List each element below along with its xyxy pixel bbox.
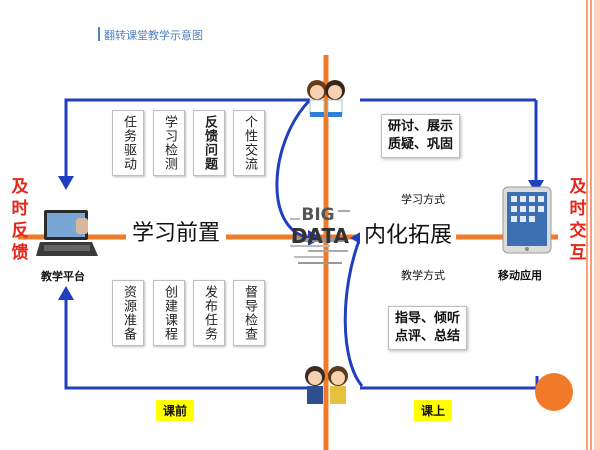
box-guide-line-2: 点评、总结 (395, 329, 461, 344)
label-pre-study: 学习前置 (126, 220, 227, 248)
tag-before-class: 课前 (156, 400, 195, 421)
card-personal-exchange: 个性交流 (233, 110, 265, 176)
label-mobile-app: 移动应用 (498, 269, 542, 282)
svg-text:DATA: DATA (291, 224, 350, 248)
side-right-char-4: 互 (569, 243, 587, 263)
label-teaching-mode: 教学方式 (401, 269, 445, 282)
page-title: 翻转课堂教学示意图 (104, 29, 203, 42)
label-teaching-platform: 教学平台 (41, 270, 85, 283)
students-icon (307, 80, 345, 117)
box-discuss-line-1: 研讨、展示 (388, 119, 454, 134)
svg-text:BIG: BIG (301, 205, 334, 225)
box-discuss-show: 研讨、展示 质疑、巩固 (381, 114, 461, 158)
label-internalize-extend: 内化拓展 (360, 222, 457, 250)
laptop-icon (36, 210, 98, 256)
side-right-char-1: 及 (569, 177, 587, 197)
big-data-wordcloud: BIG DATA (290, 205, 350, 264)
side-right-timely-interaction: 及 时 交 互 (566, 176, 590, 264)
card-feedback-issues: 反馈问题 (193, 110, 225, 176)
tablet-icon (502, 186, 552, 254)
box-discuss-line-2: 质疑、巩固 (388, 137, 454, 152)
orange-circle (535, 373, 573, 411)
side-left-char-3: 反 (11, 221, 29, 241)
side-left-char-4: 馈 (11, 243, 29, 263)
box-guide-line-1: 指导、倾听 (395, 311, 461, 326)
side-left-char-2: 时 (11, 199, 29, 219)
card-publish-task: 发布任务 (193, 280, 225, 346)
card-create-course: 创建课程 (153, 280, 185, 346)
card-resource-prep: 资源准备 (112, 280, 144, 346)
card-supervise-check: 督导检查 (233, 280, 265, 346)
side-right-char-2: 时 (569, 199, 587, 219)
box-guide-listen: 指导、倾听 点评、总结 (388, 306, 468, 350)
teachers-icon (305, 366, 348, 404)
side-left-char-1: 及 (11, 177, 29, 197)
title-accent-bar (98, 27, 100, 41)
side-left-timely-feedback: 及 时 反 馈 (8, 176, 32, 264)
tag-in-class: 课上 (414, 400, 453, 421)
side-right-char-3: 交 (569, 221, 587, 241)
card-study-check: 学习检测 (153, 110, 185, 176)
label-learning-mode: 学习方式 (401, 193, 445, 206)
card-task-driven: 任务驱动 (112, 110, 144, 176)
